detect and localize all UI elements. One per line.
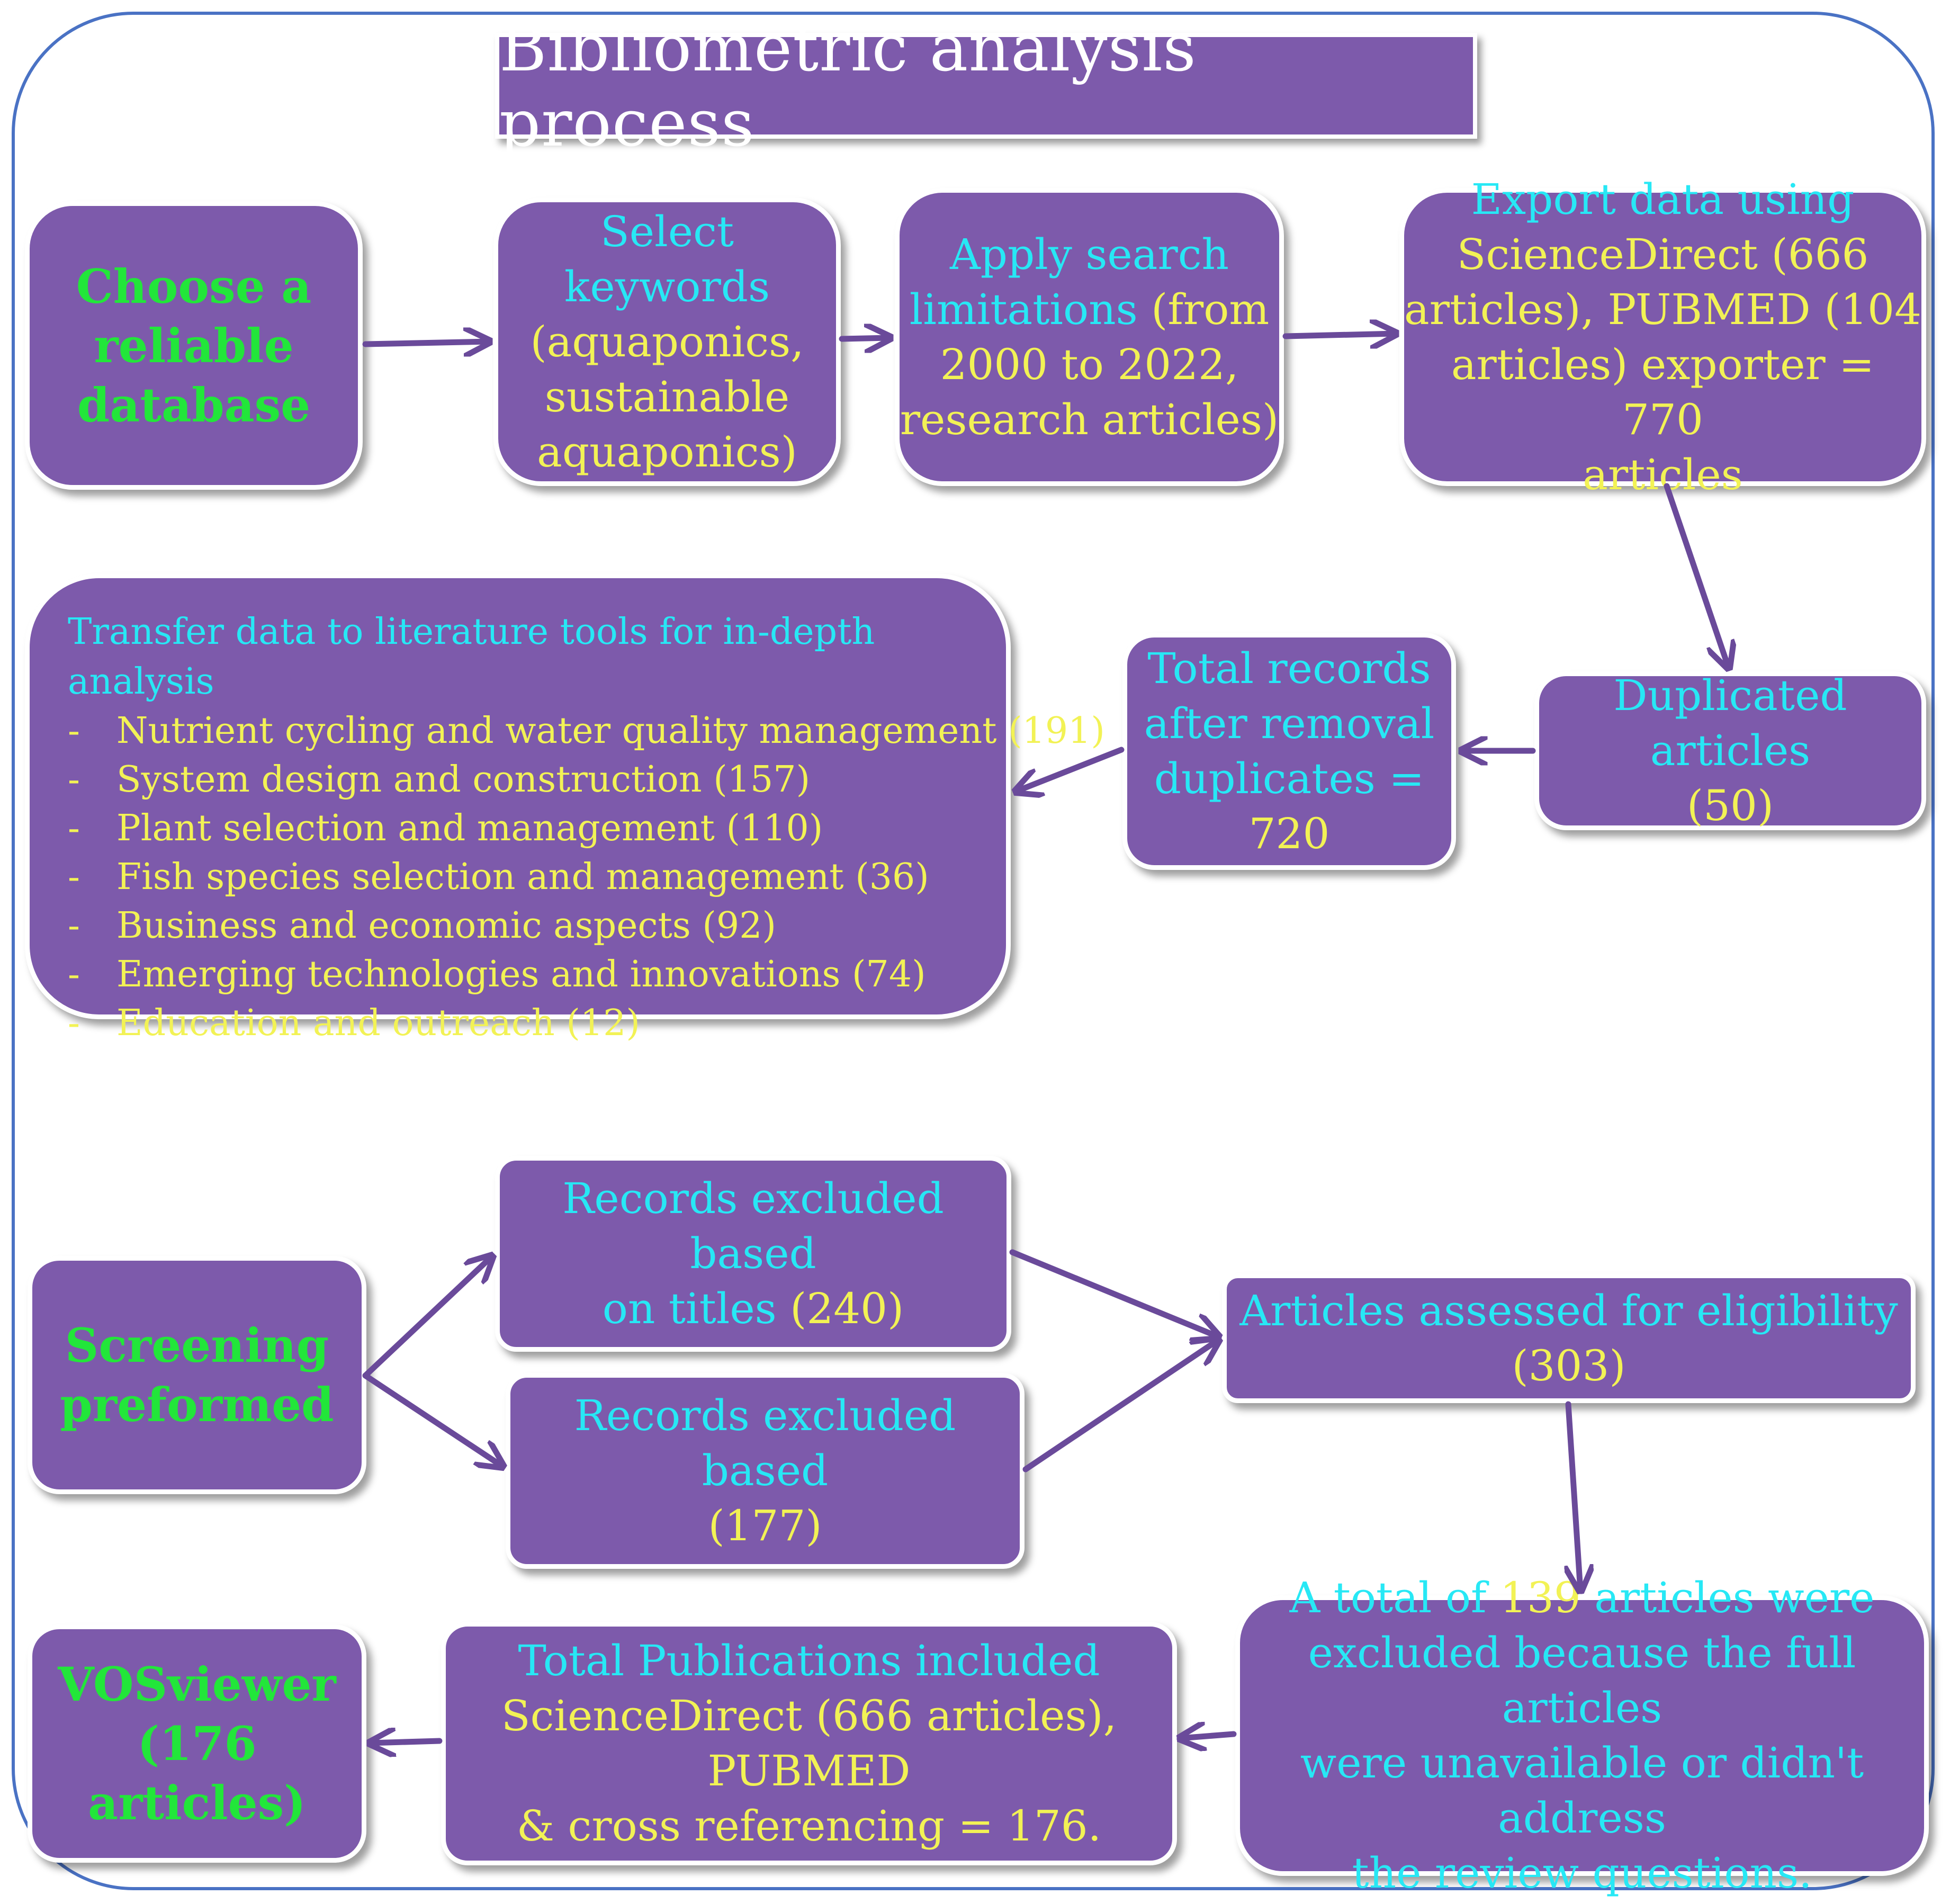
- arrow-total-to-transfer: [1016, 747, 1125, 792]
- node-label: Records excluded based: [562, 1174, 944, 1278]
- node-label: limitations: [909, 284, 1138, 334]
- node-label: (303): [1512, 1341, 1626, 1390]
- arrow-choose-to-keywords: [362, 342, 490, 344]
- title-banner: Bibliometric analysis process: [495, 11, 1477, 161]
- list-item: -Fish species selection and management (…: [68, 856, 929, 898]
- node-label: excluded because the full articles: [1308, 1628, 1856, 1732]
- node-choose-database: Choose a reliable database: [25, 201, 363, 490]
- list-item: -Nutrient cycling and water quality mana…: [68, 710, 1105, 752]
- node-screening: Screening preformed: [28, 1256, 366, 1494]
- node-label: articles were: [1580, 1573, 1875, 1622]
- diagram-title: Bibliometric analysis process: [499, 11, 1197, 161]
- node-label: Articles assessed for eligibility: [1239, 1286, 1898, 1335]
- node-export-data: Export data using ScienceDirect (666 art…: [1399, 175, 1926, 499]
- arrow-keywords-to-limits: [839, 338, 891, 339]
- node-label: (aquaponics,: [530, 317, 804, 366]
- node-excluded-177: Records excluded based (177): [506, 1373, 1025, 1569]
- list-item: -Emerging technologies and innovations (…: [68, 954, 926, 995]
- node-label: (240): [776, 1284, 904, 1333]
- node-label: VOSviewer: [58, 1657, 336, 1712]
- arrow-titles-to-eligibility: [1009, 1249, 1219, 1337]
- node-label: preformed: [60, 1377, 334, 1432]
- node-eligibility: Articles assessed for eligibility (303): [1222, 1273, 1916, 1403]
- node-label: aquaponics): [537, 427, 797, 477]
- arrow-limits-to-export: [1282, 334, 1396, 336]
- node-label: Apply search: [949, 229, 1229, 279]
- node-label: Select keywords: [564, 206, 770, 311]
- node-label: after removal: [1144, 699, 1435, 748]
- arrow-eligibility-to-139: [1568, 1401, 1580, 1591]
- node-label: reliable: [94, 318, 294, 373]
- node-label: 720: [1248, 809, 1330, 858]
- node-label: duplicates =: [1154, 754, 1425, 803]
- node-label: Total Publications included: [518, 1636, 1100, 1685]
- node-label: Export data using: [1471, 174, 1855, 224]
- node-label: (from: [1137, 284, 1270, 334]
- node-label: (50): [1686, 781, 1774, 830]
- node-vosviewer: VOSviewer (176 articles): [28, 1624, 366, 1863]
- node-label: research articles): [900, 394, 1279, 444]
- node-total-after-removal: Total records after removal duplicates =…: [1122, 633, 1456, 870]
- list-item: -System design and construction (157): [68, 759, 811, 801]
- arrow-screening-to-177: [362, 1372, 503, 1467]
- node-label: (176 articles): [88, 1716, 306, 1830]
- node-label: sustainable: [544, 372, 790, 421]
- node-label: Total records: [1147, 644, 1431, 693]
- node-search-limitations: Apply search limitations (from 2000 to 2…: [895, 188, 1284, 486]
- node-label: ScienceDirect (666 articles), PUBMED: [501, 1691, 1117, 1795]
- arrow-publications-to-vosviewer: [370, 1741, 443, 1743]
- arrow-screening-to-titles: [362, 1256, 492, 1379]
- node-label: database: [77, 377, 311, 433]
- list-item: -Plant selection and management (110): [68, 807, 823, 849]
- node-label: Choose a: [76, 258, 312, 314]
- node-excluded-139: A total of 139 articles were excluded be…: [1235, 1573, 1929, 1898]
- node-label: articles: [1583, 450, 1743, 499]
- node-label: the review questions.: [1352, 1848, 1812, 1898]
- node-duplicated-articles: Duplicated articles (50): [1534, 671, 1926, 830]
- node-label: A total of: [1289, 1573, 1500, 1622]
- outer-frame: [12, 12, 1935, 1890]
- arrow-export-to-duplicated: [1664, 483, 1729, 668]
- node-label: (177): [708, 1501, 822, 1550]
- arrow-139-to-publications: [1180, 1734, 1237, 1738]
- node-label: were unavailable or didn't address: [1300, 1738, 1864, 1843]
- node-select-keywords: Select keywords (aquaponics, sustainable…: [493, 197, 841, 486]
- node-label: articles) exporter = 770: [1451, 339, 1875, 444]
- node-label: & cross referencing = 176.: [516, 1801, 1102, 1851]
- node-label: 2000 to 2022,: [940, 339, 1239, 389]
- arrow-177-to-eligibility: [1022, 1340, 1219, 1472]
- list-item: -Business and economic aspects (92): [68, 905, 776, 947]
- node-label: Records excluded based: [574, 1391, 956, 1495]
- node-excluded-titles: Records excluded based on titles (240): [495, 1156, 1011, 1352]
- node-label: Screening: [65, 1318, 329, 1373]
- node-label: ScienceDirect (666: [1457, 229, 1869, 279]
- node-label: on titles: [602, 1284, 777, 1333]
- node-total-publications: Total Publications included ScienceDirec…: [441, 1622, 1177, 1865]
- node-label: Duplicated articles: [1613, 671, 1847, 775]
- node-label: articles), PUBMED (104: [1404, 284, 1921, 334]
- list-item: -Education and outreach (12): [68, 1002, 640, 1044]
- transfer-heading: Transfer data to literature tools for in…: [68, 611, 875, 703]
